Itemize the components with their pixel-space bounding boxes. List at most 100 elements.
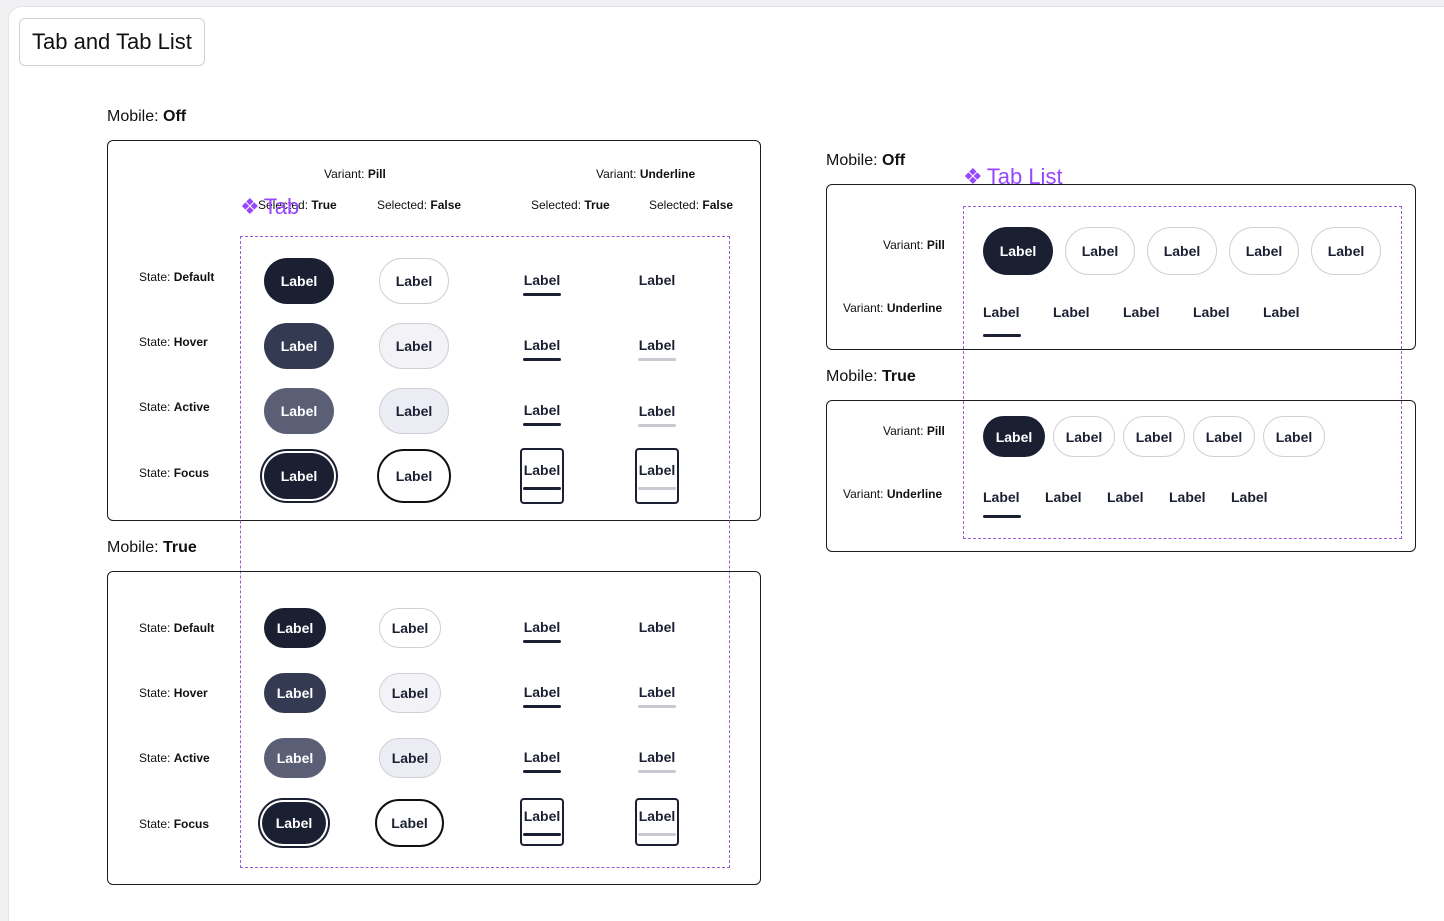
tab-underline-selected-focus[interactable]: Label: [520, 448, 564, 504]
tab-pill-unselected-focus[interactable]: Label: [377, 449, 451, 503]
tablist-pill-tab-2-mobile[interactable]: Label: [1053, 416, 1115, 457]
tab-label: Label: [638, 272, 676, 288]
tab-label: Label: [638, 462, 676, 478]
variant-header-underline: Variant: Underline: [596, 167, 696, 181]
tablist-underline-tab-1[interactable]: Label: [983, 304, 1020, 320]
underline-indicator: [523, 487, 561, 490]
tab-component-outline[interactable]: [240, 236, 730, 868]
tablist-section-label-mobile-off: Mobile: Off: [826, 152, 906, 169]
tab-pill-unselected-active[interactable]: Label: [379, 388, 449, 434]
underline-indicator: [638, 293, 676, 296]
underline-indicator: [523, 833, 561, 836]
component-diamond-icon: ❖: [963, 164, 983, 189]
tab-pill-selected-active-mobile[interactable]: Label: [264, 738, 326, 778]
tablist-underline-indicator-mobile: [983, 515, 1021, 518]
selected-header-underline-false: Selected: False: [649, 198, 734, 212]
tab-label: Label: [523, 684, 561, 700]
state-label-hover-mobile: State: Hover: [139, 686, 208, 700]
tab-label: Label: [523, 462, 561, 478]
tablist-underline-tab-3[interactable]: Label: [1123, 304, 1160, 320]
underline-indicator: [638, 640, 676, 643]
tab-underline-unselected-active-mobile[interactable]: Label: [632, 747, 682, 773]
tab-underline-unselected-default[interactable]: Label: [632, 270, 682, 296]
tab-pill-selected-default[interactable]: Label: [264, 258, 334, 304]
tablist-variant-label-pill: Variant: Pill: [883, 238, 945, 252]
tab-label: Label: [638, 684, 676, 700]
tablist-underline-tab-5-mobile[interactable]: Label: [1231, 489, 1268, 505]
tab-pill-selected-focus[interactable]: Label: [264, 453, 334, 499]
tab-pill-unselected-hover-mobile[interactable]: Label: [379, 673, 441, 713]
tablist-pill-tab-4-mobile[interactable]: Label: [1193, 416, 1255, 457]
tablist-pill-tab-3[interactable]: Label: [1147, 227, 1217, 275]
tablist-variant-label-underline: Variant: Underline: [843, 301, 943, 315]
tablist-pill-tab-3-mobile[interactable]: Label: [1123, 416, 1185, 457]
tablist-pill-tab-5-mobile[interactable]: Label: [1263, 416, 1325, 457]
tab-label: Label: [638, 749, 676, 765]
tab-pill-selected-hover[interactable]: Label: [264, 323, 334, 369]
tab-underline-selected-hover[interactable]: Label: [517, 335, 567, 361]
tab-underline-selected-hover-mobile[interactable]: Label: [517, 682, 567, 708]
tablist-underline-tab-5[interactable]: Label: [1263, 304, 1300, 320]
selected-header-pill-false: Selected: False: [377, 198, 462, 212]
underline-indicator: [523, 640, 561, 643]
tab-underline-unselected-hover[interactable]: Label: [632, 335, 682, 361]
underline-indicator: [638, 358, 676, 361]
underline-indicator: [523, 358, 561, 361]
component-diamond-icon: ❖: [240, 194, 260, 219]
tablist-section-label-mobile-true: Mobile: True: [826, 368, 916, 385]
tablist-component-title[interactable]: ❖Tab List: [963, 164, 1063, 189]
tab-label: Label: [523, 808, 561, 824]
tab-pill-selected-focus-mobile[interactable]: Label: [262, 802, 326, 844]
tab-underline-unselected-hover-mobile[interactable]: Label: [632, 682, 682, 708]
tablist-pill-tab-5[interactable]: Label: [1311, 227, 1381, 275]
tab-pill-unselected-default[interactable]: Label: [379, 258, 449, 304]
page-title[interactable]: Tab and Tab List: [19, 18, 205, 66]
tablist-pill-tab-2[interactable]: Label: [1065, 227, 1135, 275]
tablist-underline-tab-2-mobile[interactable]: Label: [1045, 489, 1082, 505]
tab-underline-unselected-active[interactable]: Label: [632, 401, 682, 427]
tab-underline-selected-default-mobile[interactable]: Label: [517, 617, 567, 643]
selected-header-underline-true: Selected: True: [531, 198, 610, 212]
tablist-frame-mobile-off: [826, 184, 1416, 350]
tab-pill-selected-default-mobile[interactable]: Label: [264, 608, 326, 648]
tab-label: Label: [638, 619, 676, 635]
state-label-active: State: Active: [139, 400, 210, 414]
tab-pill-unselected-active-mobile[interactable]: Label: [379, 738, 441, 778]
state-label-default: State: Default: [139, 270, 215, 284]
tab-underline-selected-active[interactable]: Label: [517, 400, 567, 426]
tab-underline-unselected-default-mobile[interactable]: Label: [632, 617, 682, 643]
tab-underline-unselected-focus[interactable]: Label: [635, 448, 679, 504]
tab-underline-selected-focus-mobile[interactable]: Label: [520, 798, 564, 846]
tab-label: Label: [523, 749, 561, 765]
underline-indicator: [523, 770, 561, 773]
tab-pill-selected-active[interactable]: Label: [264, 388, 334, 434]
underline-indicator: [638, 424, 676, 427]
section-label-mobile-true: Mobile: True: [107, 539, 197, 556]
tab-label: Label: [523, 619, 561, 635]
underline-indicator: [523, 423, 561, 426]
tablist-pill-tab-1-mobile[interactable]: Label: [983, 416, 1045, 457]
tablist-pill-tab-1[interactable]: Label: [983, 227, 1053, 275]
tab-label: Label: [638, 808, 676, 824]
tablist-underline-tab-1-mobile[interactable]: Label: [983, 489, 1020, 505]
section-label-mobile-off: Mobile: Off: [107, 108, 187, 125]
tablist-underline-tab-4-mobile[interactable]: Label: [1169, 489, 1206, 505]
tab-component-title[interactable]: ❖Tab: [240, 194, 300, 219]
underline-indicator: [638, 487, 676, 490]
tablist-underline-tab-2[interactable]: Label: [1053, 304, 1090, 320]
tablist-pill-tab-4[interactable]: Label: [1229, 227, 1299, 275]
tablist-underline-tab-3-mobile[interactable]: Label: [1107, 489, 1144, 505]
state-label-default-mobile: State: Default: [139, 621, 215, 635]
tab-pill-unselected-default-mobile[interactable]: Label: [379, 608, 441, 648]
tab-pill-selected-hover-mobile[interactable]: Label: [264, 673, 326, 713]
tab-label: Label: [638, 337, 676, 353]
underline-indicator: [523, 705, 561, 708]
tab-pill-unselected-hover[interactable]: Label: [379, 323, 449, 369]
tab-underline-unselected-focus-mobile[interactable]: Label: [635, 798, 679, 846]
tab-underline-selected-active-mobile[interactable]: Label: [517, 747, 567, 773]
tablist-underline-tab-4[interactable]: Label: [1193, 304, 1230, 320]
tab-pill-unselected-focus-mobile[interactable]: Label: [375, 799, 444, 847]
tab-underline-selected-default[interactable]: Label: [517, 270, 567, 296]
tablist-component-outline[interactable]: [963, 206, 1402, 539]
tab-frame-mobile-off: [107, 140, 761, 521]
